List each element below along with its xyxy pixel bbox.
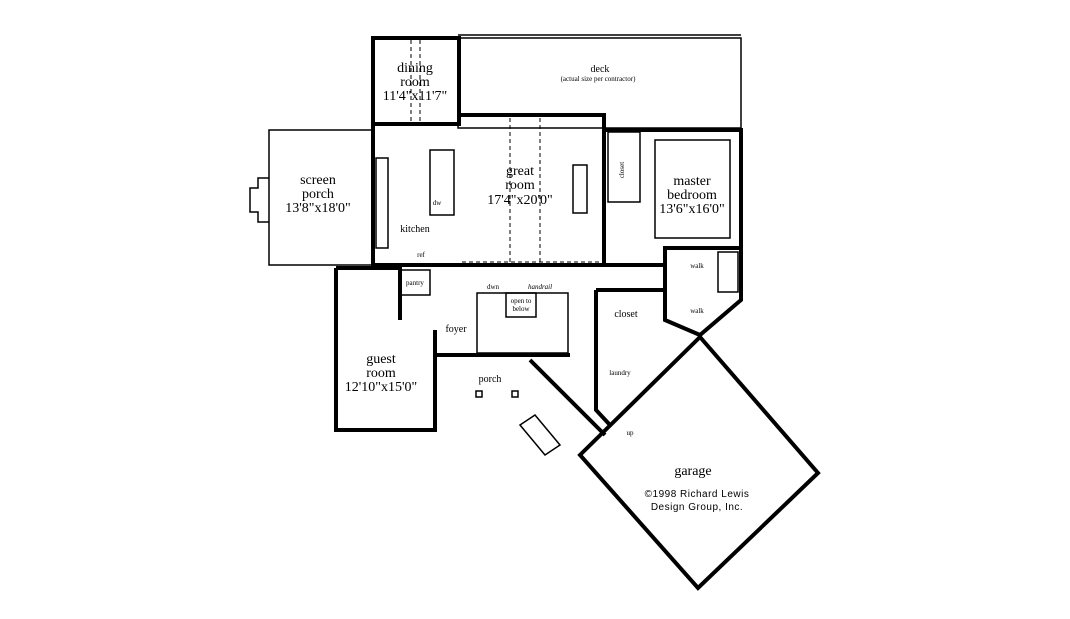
great-label-2: room [505, 178, 535, 193]
deck-note: (actual size per contractor) [561, 75, 636, 83]
kitchen-island [429, 149, 455, 216]
master-closet [607, 131, 641, 203]
dw-label: dw [433, 199, 443, 207]
porch-label: porch [479, 374, 502, 385]
deck-label: deck [591, 64, 610, 75]
screen-porch-label-2: porch [302, 187, 334, 202]
dining-size: 11'4"x11'7" [383, 89, 447, 104]
down-label: dwn [487, 283, 500, 291]
master-label-2: bedroom [667, 188, 717, 203]
stair-area: foyer open to below dwn handrail porch [435, 283, 570, 398]
screen-porch: screen porch 13'8"x18'0" [249, 129, 374, 266]
bathtub [717, 251, 739, 293]
master-size: 13'6"x16'0" [659, 202, 724, 217]
copyright-line-2: Design Group, Inc. [651, 502, 743, 513]
foyer-label: foyer [445, 324, 467, 335]
porch-post [511, 390, 519, 398]
guest-room: guest room 12'10"x15'0" [334, 266, 437, 432]
garage-label: garage [674, 464, 711, 479]
dining-room: dining room 11'4"x11'7" [371, 36, 461, 126]
great-room: great room 17'4"x20'0" [459, 113, 606, 267]
open-to-below-label: open to [511, 297, 532, 305]
closet-laundry: closet laundry [594, 288, 665, 427]
closet-label: closet [614, 309, 638, 320]
open-to-below [505, 292, 537, 318]
pantry-label: pantry [406, 279, 424, 287]
great-size: 17'4"x20'0" [487, 193, 552, 208]
ref-label: ref [417, 251, 425, 259]
open-to-below-label-2: below [512, 305, 530, 313]
master-bedroom: closet master bedroom 13'6"x16'0" walk w… [604, 128, 743, 338]
kitchen-counter [375, 157, 389, 249]
guest-size: 12'10"x15'0" [345, 380, 417, 395]
fireplace [572, 164, 588, 214]
copyright-line-1: ©1998 Richard Lewis [645, 489, 750, 500]
great-label: great [506, 164, 534, 179]
walk-label-2: walk [690, 307, 704, 315]
handrail-label: handrail [528, 283, 552, 291]
walkway [518, 414, 562, 456]
kitchen: kitchen ref dw pantry [371, 124, 459, 296]
laundry-label: laundry [609, 369, 631, 377]
dining-label: dining [397, 61, 433, 76]
kitchen-label: kitchen [400, 224, 429, 235]
walk-label-1: walk [690, 262, 704, 270]
master-closet-label: closet [618, 162, 626, 178]
screen-porch-size: 13'8"x18'0" [285, 201, 350, 216]
porch-post [475, 390, 483, 398]
guest-label: guest [366, 352, 396, 367]
guest-label-2: room [366, 366, 396, 381]
screen-porch-label: screen [300, 173, 336, 188]
garage: garage up ©1998 Richard Lewis Design Gro… [528, 334, 821, 591]
up-label: up [627, 429, 635, 437]
master-label: master [673, 174, 711, 189]
dining-label-2: room [400, 75, 430, 90]
